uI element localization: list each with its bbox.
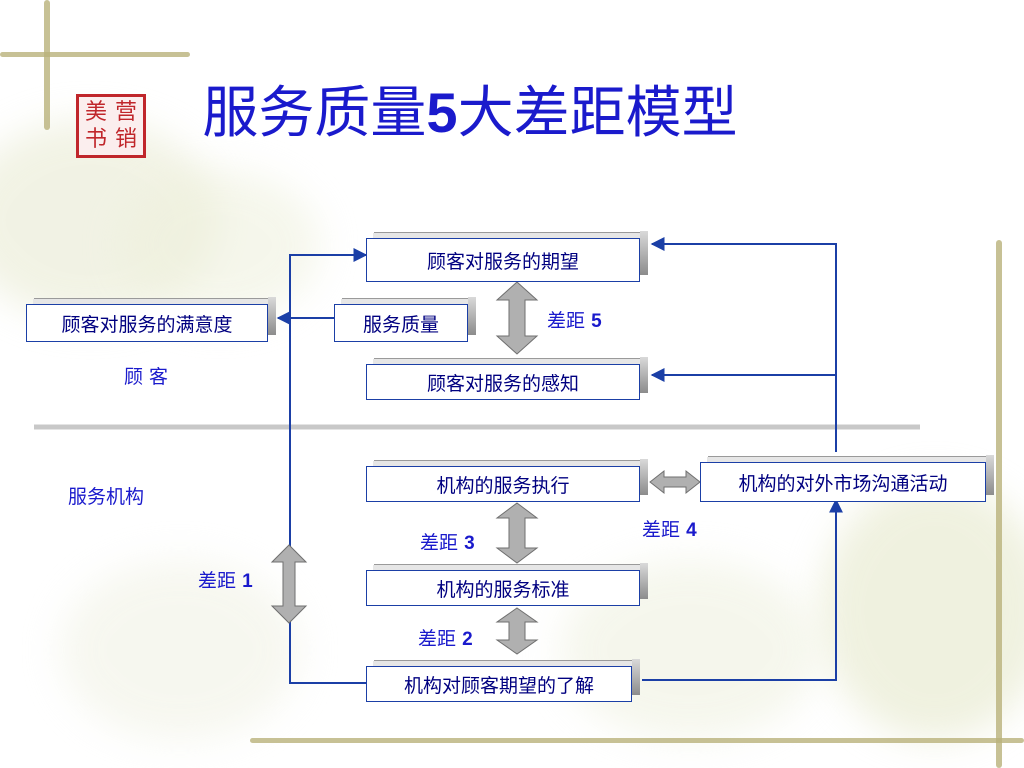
- understanding-to-expectation-line: [289, 248, 368, 684]
- gap3-double-arrow: [495, 502, 539, 564]
- seal-logo: 美 营 销 书: [76, 94, 146, 158]
- seal-char: 营: [115, 100, 138, 125]
- gap1-text: 差距: [198, 570, 237, 592]
- gap2-double-arrow: [495, 607, 539, 655]
- gap3-text: 差距: [420, 532, 459, 554]
- marketing-to-expectation-line: [650, 237, 837, 452]
- background-leaf-blot: [120, 170, 320, 320]
- title-text: 服务质量: [202, 81, 427, 146]
- quality-box: 服务质量: [334, 297, 476, 342]
- gap3-number: 3: [464, 533, 475, 554]
- delivery-box: 机构的服务执行: [366, 459, 648, 502]
- organization-section-label: 服务机构: [68, 486, 145, 508]
- title-number: 5: [426, 81, 458, 144]
- seal-char: 美: [85, 100, 108, 125]
- delivery-label: 机构的服务执行: [436, 474, 570, 497]
- satisfaction-box: 顾客对服务的满意度: [26, 297, 276, 342]
- understanding-to-marketing-line: [642, 498, 843, 681]
- background-leaf-blot: [60, 560, 300, 740]
- expectation-box: 顾客对服务的期望: [366, 231, 648, 282]
- seal-char: 书: [85, 127, 108, 152]
- page-title: 服务质量5大差距模型: [190, 78, 750, 149]
- gap4-label: 差距 4: [642, 515, 697, 542]
- gap1-label: 差距 1: [198, 566, 253, 593]
- customer-section-label: 顾 客: [124, 366, 169, 388]
- quality-label: 服务质量: [362, 313, 439, 336]
- perception-label: 顾客对服务的感知: [426, 372, 579, 395]
- standards-label: 机构的服务标准: [436, 578, 570, 601]
- vine-decoration: [996, 240, 1002, 768]
- gap5-label: 差距 5: [547, 306, 602, 333]
- perception-box: 顾客对服务的感知: [366, 357, 648, 400]
- vine-decoration: [44, 0, 50, 130]
- gap5-text: 差距: [547, 310, 586, 332]
- marketing-box: 机构的对外市场沟通活动: [700, 455, 994, 502]
- gap2-number: 2: [462, 629, 473, 650]
- gap2-text: 差距: [418, 628, 457, 650]
- gap4-text: 差距: [642, 519, 681, 541]
- gap1-double-arrow: [270, 544, 308, 624]
- standards-box: 机构的服务标准: [366, 563, 648, 606]
- background-leaf-blot: [820, 480, 1024, 740]
- understanding-label: 机构对顾客期望的了解: [403, 674, 594, 697]
- expectation-label: 顾客对服务的期望: [426, 250, 579, 273]
- understanding-box: 机构对顾客期望的了解: [366, 659, 640, 702]
- vine-decoration: [0, 52, 190, 57]
- satisfaction-label: 顾客对服务的满意度: [61, 313, 233, 336]
- gap4-double-arrow: [649, 469, 701, 495]
- gap5-number: 5: [591, 311, 602, 332]
- seal-char: 销: [115, 127, 138, 152]
- gap5-double-arrow: [495, 281, 539, 355]
- vine-decoration: [250, 738, 1024, 743]
- gap1-number: 1: [242, 571, 253, 592]
- marketing-label: 机构的对外市场沟通活动: [738, 472, 948, 495]
- gap4-number: 4: [686, 520, 697, 541]
- gap2-label: 差距 2: [418, 624, 473, 651]
- title-text-rest: 大差距模型: [457, 81, 738, 146]
- gap3-label: 差距 3: [420, 528, 475, 555]
